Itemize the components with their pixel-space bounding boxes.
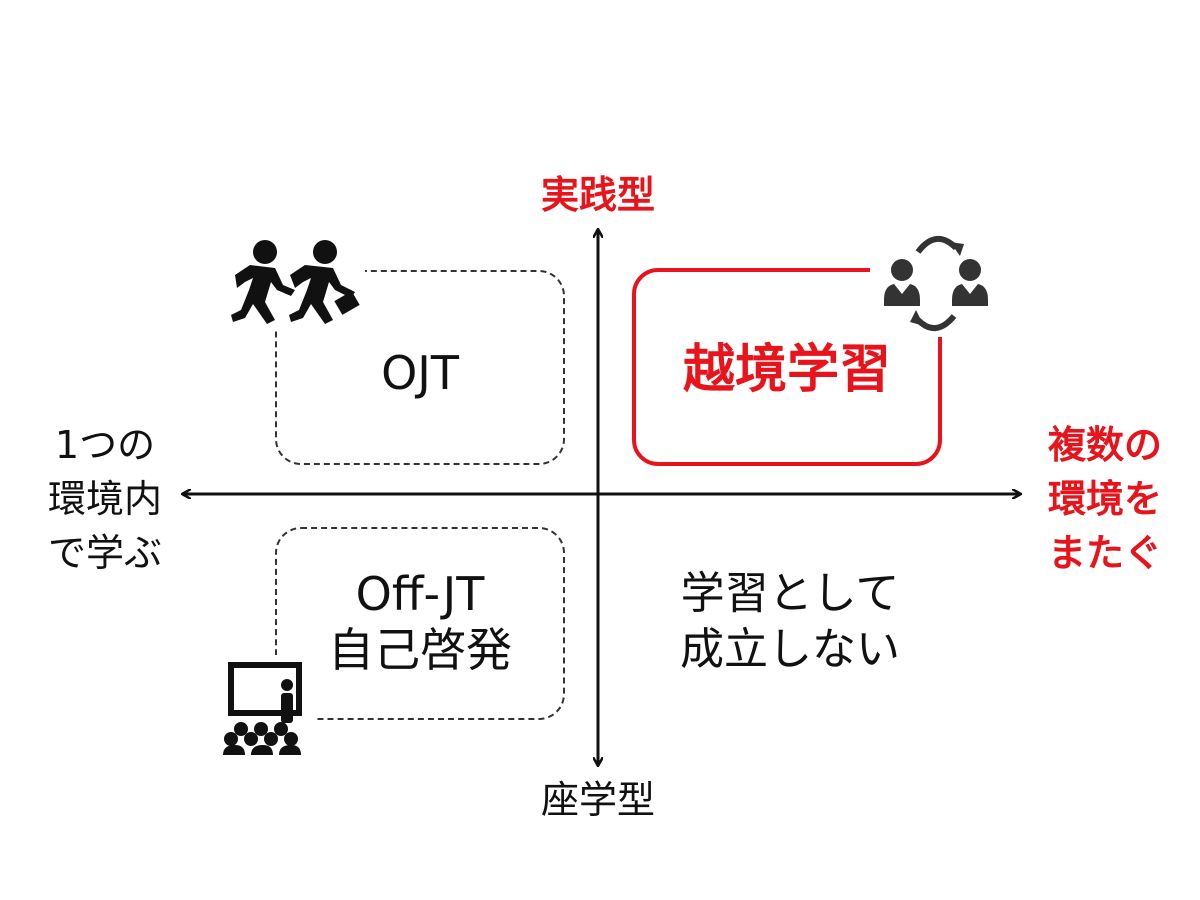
quadrant-label-ojt: OJT bbox=[381, 346, 459, 400]
people-exchange-icon bbox=[870, 222, 1000, 337]
running-businessmen-icon bbox=[205, 230, 365, 330]
quadrant-box-ojt bbox=[275, 270, 565, 465]
quadrant-box-offjt bbox=[275, 527, 565, 720]
classroom-lecture-icon bbox=[215, 655, 315, 760]
axis-label-top: 実践型 bbox=[540, 173, 655, 217]
quadrant-label-offjt: Off-JT 自己啓発 bbox=[328, 567, 512, 677]
quadrant-label-cross-boundary: 越境学習 bbox=[682, 340, 891, 400]
quadrant-label-not-learning: 学習として 成立しない bbox=[680, 568, 900, 675]
axis-label-right: 複数の 環境を またぐ bbox=[1047, 423, 1162, 575]
quadrant-box-cross-boundary bbox=[632, 268, 942, 466]
axis-label-left: 1つの 環境内 で学ぶ bbox=[47, 423, 162, 575]
axis-label-bottom: 座学型 bbox=[540, 778, 655, 822]
